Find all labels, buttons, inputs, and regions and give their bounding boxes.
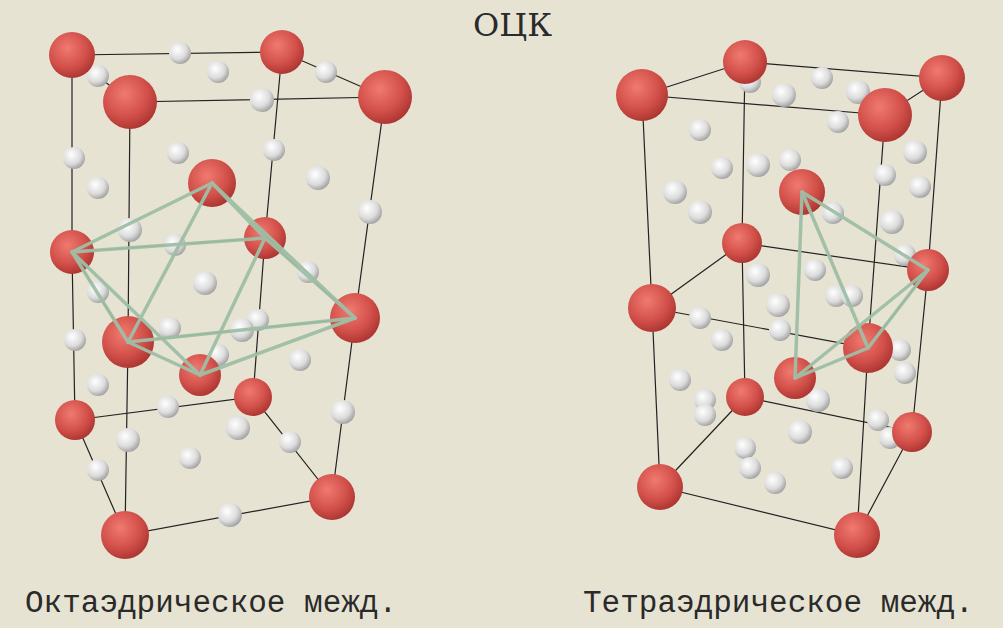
tetrahedral-void bbox=[795, 192, 928, 378]
diagram-title: ОЦК bbox=[473, 6, 552, 44]
interstitial-spheres bbox=[63, 42, 382, 527]
octahedral-void bbox=[72, 183, 355, 375]
cell-edges bbox=[72, 52, 385, 535]
interstitial-spheres bbox=[663, 67, 931, 494]
lattice-atoms bbox=[616, 40, 965, 558]
lattice-atoms bbox=[49, 30, 412, 559]
cell-edges bbox=[642, 62, 942, 535]
cell-caption: Октаэдрическое межд. bbox=[25, 586, 397, 621]
cell-caption: Тетраэдрическое межд. bbox=[583, 586, 974, 621]
